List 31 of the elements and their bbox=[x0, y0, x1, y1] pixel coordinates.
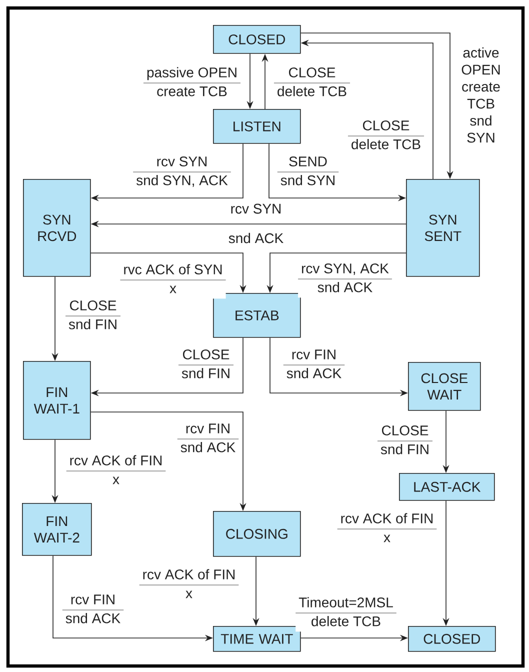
state-box: SYN SENT bbox=[406, 179, 480, 277]
edge-label: passive OPEN create TCB bbox=[143, 64, 241, 102]
edge-label: rcv FIN snd ACK bbox=[62, 591, 124, 629]
edge-label: CLOSE snd FIN bbox=[178, 346, 234, 384]
edge-label: rcv FIN snd ACK bbox=[283, 346, 345, 384]
edge-label: rcv SYN, ACK snd ACK bbox=[298, 260, 392, 298]
state-box: CLOSED bbox=[213, 25, 301, 54]
state-box: CLOSED bbox=[408, 626, 496, 652]
state-box: FIN WAIT-2 bbox=[22, 503, 92, 556]
state-box: SYN RCVD bbox=[23, 179, 91, 277]
edge-label: rcv FIN snd ACK bbox=[177, 420, 239, 458]
edge-label: CLOSE delete TCB bbox=[274, 64, 350, 102]
state-box: CLOSING bbox=[213, 511, 301, 557]
edge-label: active OPEN create TCB snd SYN bbox=[462, 47, 500, 143]
edge-label: rcv ACK of FIN x bbox=[337, 510, 437, 548]
edge-label: CLOSE snd FIN bbox=[65, 297, 121, 335]
edge-label: rcv SYN snd SYN, ACK bbox=[132, 153, 232, 191]
edge-label: rcv SYN snd ACK bbox=[228, 204, 284, 244]
edge-label: rvc ACK of SYN x bbox=[120, 261, 226, 299]
edge-label: rcv ACK of FIN x bbox=[66, 452, 166, 490]
edge-label: SEND snd SYN bbox=[277, 153, 339, 191]
state-box: LISTEN bbox=[213, 109, 301, 144]
edge-label: CLOSE snd FIN bbox=[377, 422, 433, 460]
state-box: ESTAB bbox=[213, 293, 301, 338]
state-box: LAST-ACK bbox=[399, 473, 495, 501]
state-box: CLOSE WAIT bbox=[408, 362, 481, 411]
edge-label: Timeout=2MSL delete TCB bbox=[295, 594, 397, 632]
state-box: FIN WAIT-1 bbox=[23, 361, 91, 440]
edge-label: rcv ACK of FIN x bbox=[139, 566, 239, 604]
edge-label: CLOSE delete TCB bbox=[348, 117, 424, 155]
state-box: TIME WAIT bbox=[213, 626, 301, 652]
